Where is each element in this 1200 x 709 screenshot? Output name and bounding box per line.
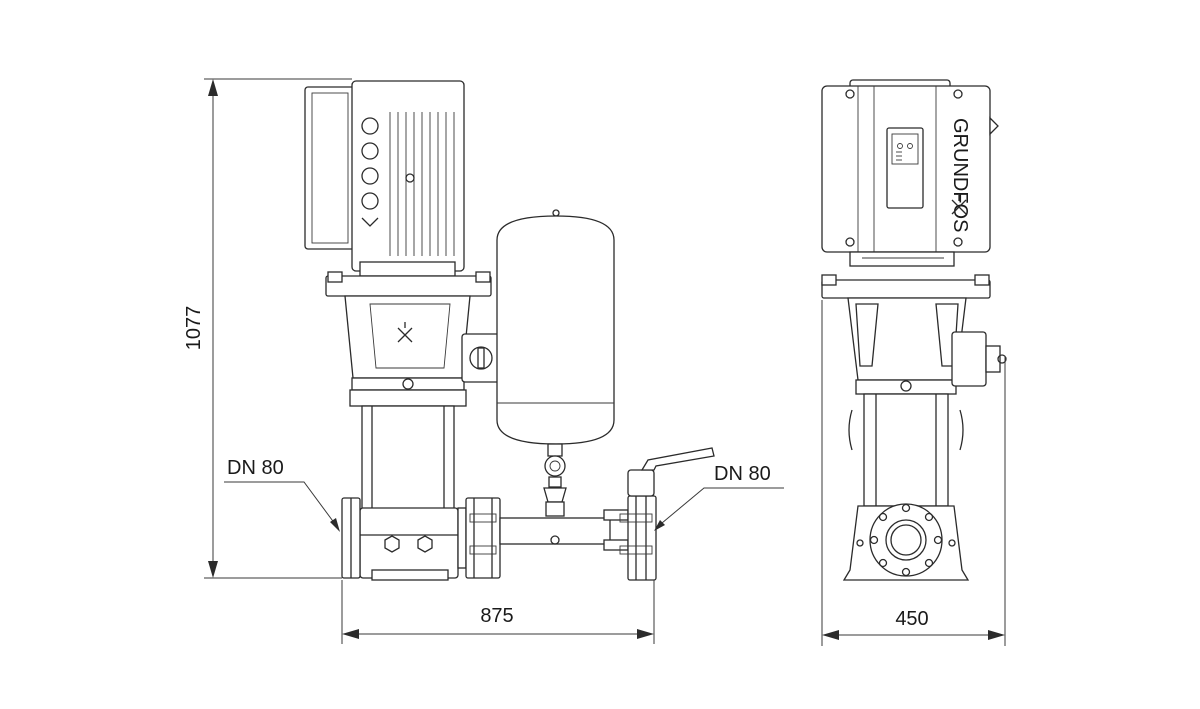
front-pump-column (361, 405, 455, 512)
discharge-manifold (499, 495, 657, 581)
valve-handle (627, 447, 715, 497)
dimension-height: 1077 (183, 78, 352, 579)
pressure-gauge (543, 455, 567, 517)
front-width-value: 875 (480, 605, 513, 627)
height-value: 1077 (183, 306, 205, 351)
diaphragm-tank (496, 209, 615, 457)
inlet-label: DN 80 (227, 457, 284, 479)
outlet-callout: DN 80 (654, 463, 784, 531)
inlet-callout: DN 80 (224, 457, 340, 532)
isolator-switch (461, 333, 501, 383)
side-pump-base (842, 503, 970, 581)
outlet-label: DN 80 (714, 463, 771, 485)
front-lantern (325, 271, 492, 407)
side-lantern (821, 274, 1007, 395)
side-pump-column (848, 393, 964, 507)
front-view (304, 80, 715, 581)
front-motor (304, 80, 465, 277)
side-width-value: 450 (895, 608, 928, 630)
control-panel (886, 127, 924, 209)
dimension-width-front: 875 (341, 580, 655, 644)
grundfos-x-logo (951, 195, 967, 215)
brand-text: GRUNDFOS (949, 118, 971, 232)
side-view: GRUNDFOS (821, 79, 1007, 581)
side-motor: GRUNDFOS (821, 79, 999, 267)
dimension-width-side: 450 (821, 300, 1006, 646)
front-pump-base (341, 497, 501, 581)
grundfos-x-logo (397, 322, 413, 343)
